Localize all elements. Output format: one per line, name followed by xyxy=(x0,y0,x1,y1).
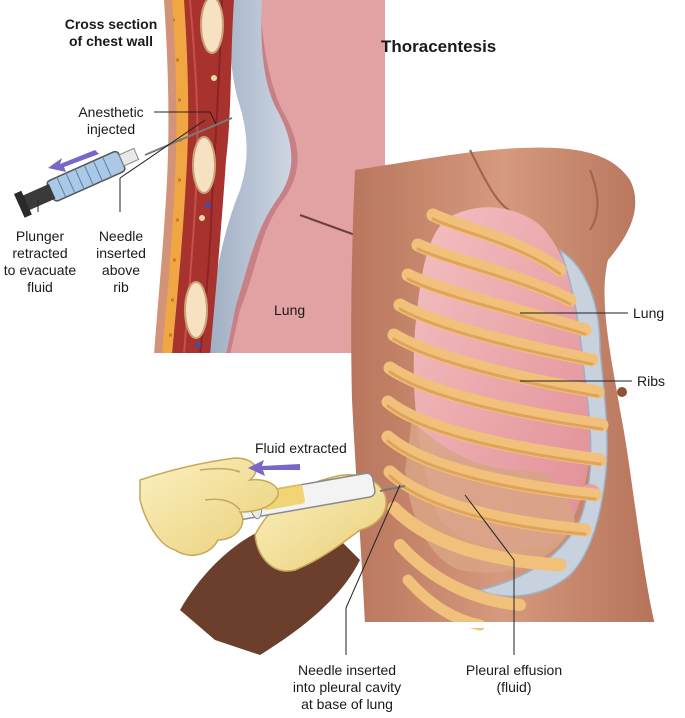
label-needle-pleural: Needle inserted into pleural cavity at b… xyxy=(292,662,402,712)
label-fluid-extracted: Fluid extracted xyxy=(255,440,347,456)
rib xyxy=(411,238,577,307)
leader-pleural-effusion xyxy=(464,494,515,655)
leader-needle-pleural xyxy=(345,484,401,655)
inset-rib-sections xyxy=(184,0,224,348)
pleural-effusion xyxy=(405,420,575,573)
leader-lines xyxy=(37,111,632,655)
inset-fat xyxy=(158,0,189,355)
rib xyxy=(383,465,592,537)
rib xyxy=(387,328,605,399)
cross-section-inset xyxy=(150,0,390,357)
cross-section-title: Cross section of chest wall xyxy=(64,16,158,49)
torso xyxy=(351,147,665,631)
inset-lung xyxy=(215,0,385,355)
label-needle-above-rib: Needle inserted above rib xyxy=(96,228,146,295)
rib xyxy=(401,268,592,337)
nipple xyxy=(617,387,627,397)
label-lung: Lung xyxy=(633,305,665,321)
glove-left xyxy=(139,457,279,556)
label-anesthetic: Anesthetic injected xyxy=(78,104,144,137)
label-lung-inset: Lung xyxy=(274,302,306,318)
page-title: Thoracentesis xyxy=(381,37,497,56)
inset-syringe xyxy=(14,117,233,218)
leader-anesthetic xyxy=(154,111,217,125)
inset-skin xyxy=(154,0,177,355)
rib xyxy=(387,501,567,572)
label-pleural-effusion: Pleural effusion (fluid) xyxy=(465,662,563,695)
label-plunger: Plunger retracted to evacuate fluid xyxy=(3,228,77,295)
inset-pleura xyxy=(206,0,292,355)
rib xyxy=(381,430,602,502)
hands-with-syringe xyxy=(139,457,406,655)
rib xyxy=(426,208,567,277)
rib xyxy=(381,395,607,467)
rib xyxy=(383,361,609,432)
rib xyxy=(393,298,599,367)
label-ribs: Ribs xyxy=(637,373,666,389)
inset-retract-arrow xyxy=(48,150,99,172)
fluid-arrow xyxy=(248,460,300,476)
rib xyxy=(394,539,526,611)
